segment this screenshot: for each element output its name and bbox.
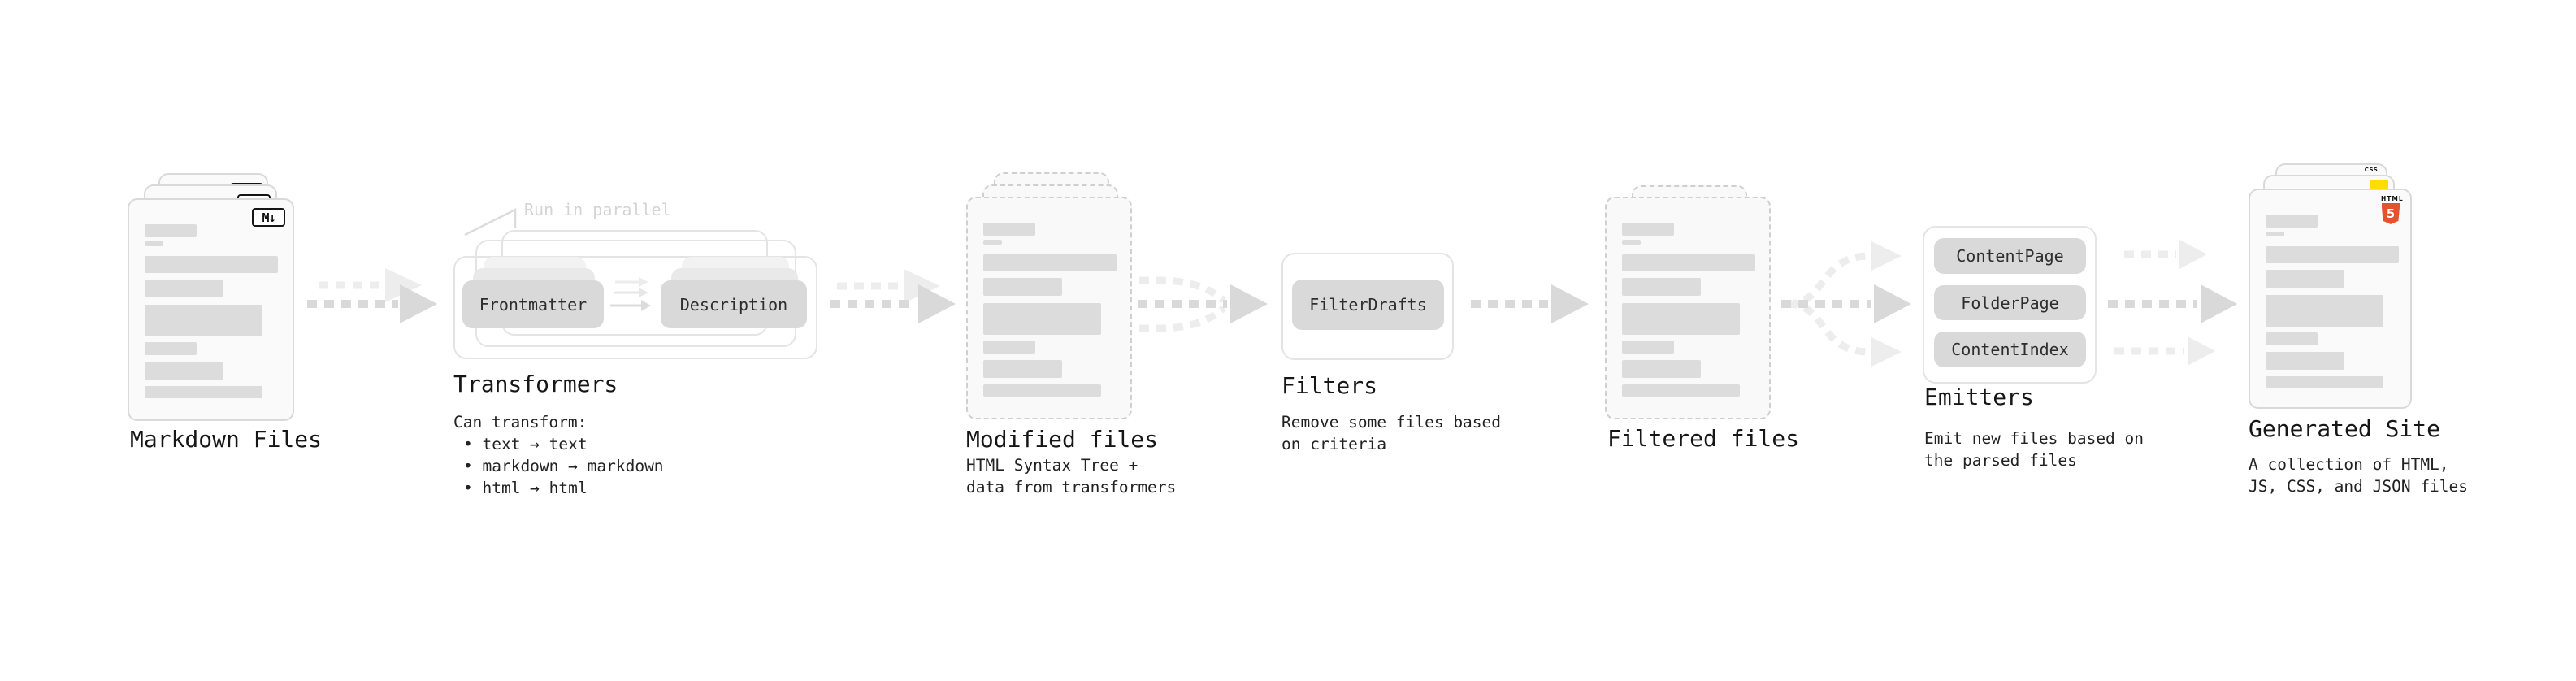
emitter-folderpage-box: FolderPage bbox=[1934, 285, 2086, 320]
placeholder-bar bbox=[145, 224, 197, 237]
arrow-modified-to-filters-icon bbox=[1138, 276, 1268, 332]
file-content-placeholder bbox=[145, 224, 281, 398]
transformers-frame bbox=[453, 256, 817, 359]
note-bullet: html → html bbox=[453, 477, 664, 499]
placeholder-bar bbox=[145, 305, 262, 336]
placeholder-bar bbox=[983, 303, 1101, 335]
placeholder-bar bbox=[983, 360, 1062, 378]
note-line: on criteria bbox=[1281, 435, 1387, 453]
html5-icon-shield: 5 bbox=[2381, 203, 2400, 224]
placeholder-bar bbox=[983, 223, 1035, 236]
arrow-filters-to-filtered-icon bbox=[1471, 284, 1589, 323]
stage-note-filters: Remove some files based on criteria bbox=[1281, 411, 1501, 455]
run-in-parallel-annotation: Run in parallel bbox=[524, 200, 671, 219]
placeholder-bar bbox=[145, 362, 223, 380]
file-content-placeholder bbox=[1622, 223, 1758, 397]
filtered-file-card bbox=[1605, 197, 1771, 419]
file-content-placeholder bbox=[983, 223, 1119, 397]
placeholder-bar bbox=[1622, 254, 1755, 271]
placeholder-bar bbox=[983, 278, 1062, 296]
transformer-frontmatter-box: Frontmatter bbox=[462, 280, 604, 328]
note-heading: Can transform: bbox=[453, 413, 588, 432]
note-line: Emit new files based on bbox=[1924, 429, 2144, 448]
emitters-frame bbox=[1923, 226, 2097, 384]
placeholder-bar bbox=[983, 240, 1002, 245]
note-bullet: text → text bbox=[453, 433, 664, 455]
placeholder-bar bbox=[145, 342, 197, 355]
placeholder-bar bbox=[983, 340, 1035, 354]
placeholder-bar bbox=[145, 280, 223, 297]
emitter-contentpage-box: ContentPage bbox=[1934, 238, 2086, 274]
placeholder-bar bbox=[2266, 352, 2344, 370]
placeholder-bar bbox=[1622, 278, 1701, 296]
arrow-markdown-to-transformers-icon bbox=[307, 284, 437, 323]
placeholder-bar bbox=[2266, 232, 2284, 236]
html5-icon-label: HTML bbox=[2381, 195, 2404, 202]
markdown-file-card: M↓ bbox=[128, 198, 294, 421]
note-line: HTML Syntax Tree + bbox=[966, 456, 1138, 475]
placeholder-bar bbox=[145, 256, 278, 273]
note-line: JS, CSS, and JSON files bbox=[2249, 477, 2469, 496]
placeholder-bar bbox=[2266, 246, 2399, 263]
placeholder-bar bbox=[2266, 295, 2383, 327]
html5-icon: HTML 5 bbox=[2381, 195, 2404, 224]
placeholder-bar bbox=[145, 386, 262, 398]
stage-label-filters: Filters bbox=[1281, 372, 1378, 399]
stage-note-modified-files: HTML Syntax Tree + data from transformer… bbox=[966, 454, 1176, 498]
stage-note-emitters: Emit new files based on the parsed files bbox=[1924, 427, 2144, 471]
filters-frame bbox=[1281, 253, 1454, 360]
arrow-transformers-to-modified-ghost-icon bbox=[837, 269, 940, 303]
placeholder-bar bbox=[1622, 340, 1674, 354]
placeholder-bar bbox=[1622, 384, 1740, 397]
file-content-placeholder bbox=[2266, 215, 2399, 388]
placeholder-bar bbox=[1622, 223, 1674, 236]
placeholder-bar bbox=[2266, 376, 2383, 388]
stage-label-transformers: Transformers bbox=[453, 371, 618, 397]
arrow-markdown-to-transformers-ghost-icon bbox=[319, 268, 422, 302]
note-line: A collection of HTML, bbox=[2249, 455, 2449, 474]
site-file-card: HTML 5 bbox=[2249, 189, 2412, 409]
arrow-filtered-to-emitters-icon bbox=[1781, 241, 1911, 367]
stage-label-generated-site: Generated Site bbox=[2249, 415, 2441, 442]
placeholder-bar bbox=[1622, 303, 1740, 335]
filter-filterdrafts-box: FilterDrafts bbox=[1292, 280, 1444, 330]
placeholder-bar bbox=[983, 254, 1117, 271]
note-bullet: markdown → markdown bbox=[453, 455, 663, 477]
stage-label-modified-files: Modified files bbox=[966, 426, 1159, 453]
emitter-contentindex-box: ContentIndex bbox=[1934, 332, 2086, 367]
placeholder-bar bbox=[2266, 270, 2344, 288]
placeholder-bar bbox=[2266, 332, 2318, 345]
placeholder-bar bbox=[1622, 360, 1701, 378]
placeholder-bar bbox=[2266, 215, 2318, 228]
stage-label-markdown-files: Markdown Files bbox=[130, 426, 323, 453]
transformer-description-box: Description bbox=[661, 280, 807, 328]
markdown-icon: M↓ bbox=[252, 208, 285, 227]
css-icon-label: CSS bbox=[2364, 167, 2379, 173]
placeholder-bar bbox=[145, 241, 163, 246]
placeholder-bar bbox=[1622, 240, 1641, 245]
note-line: Remove some files based bbox=[1281, 413, 1502, 432]
note-line: data from transformers bbox=[966, 478, 1177, 497]
stage-label-filtered-files: Filtered files bbox=[1607, 425, 1800, 452]
arrow-emitters-to-site-icon bbox=[2108, 240, 2237, 366]
stage-label-emitters: Emitters bbox=[1924, 384, 2034, 410]
css-icon: CSS bbox=[2363, 167, 2379, 173]
arrow-transformers-to-modified-icon bbox=[830, 284, 956, 323]
note-line: the parsed files bbox=[1924, 451, 2077, 470]
stage-note-transformers: Can transform: text → text markdown → ma… bbox=[453, 411, 664, 499]
stage-note-generated-site: A collection of HTML, JS, CSS, and JSON … bbox=[2249, 453, 2468, 497]
placeholder-bar bbox=[983, 384, 1101, 397]
modified-file-card bbox=[966, 197, 1132, 419]
